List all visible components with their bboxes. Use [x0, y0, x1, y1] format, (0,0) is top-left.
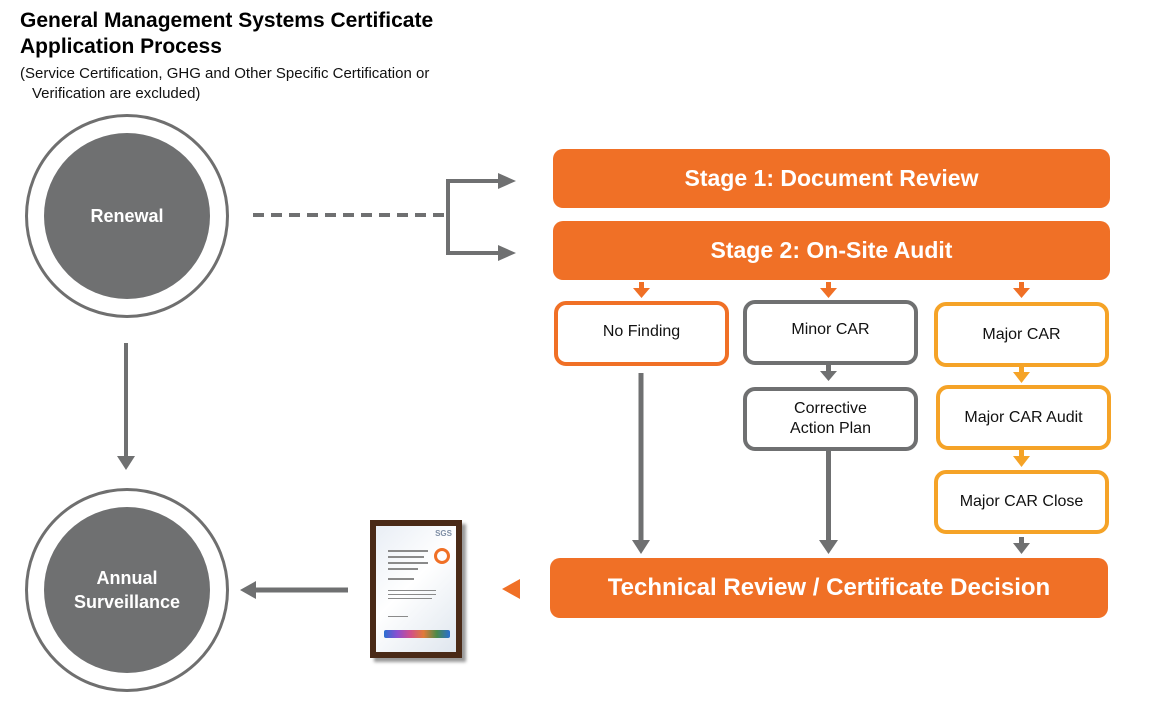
technical-review-label: Technical Review / Certificate Decision — [607, 574, 1051, 601]
certificate-text-line — [388, 594, 436, 595]
no-finding-label: No Finding — [602, 322, 681, 340]
no-finding-box: No Finding — [554, 301, 729, 366]
certificate-text-line — [388, 590, 436, 591]
annual-surveillance-disc: Annual Surveillance — [44, 507, 210, 673]
renewal-disc: Renewal — [44, 133, 210, 299]
major-car-audit-label: Major CAR Audit — [964, 408, 1083, 426]
stage2-to-no-finding-arrow — [633, 282, 650, 298]
corrective-action-plan-label: Corrective Action Plan — [790, 400, 871, 437]
major-car-close-box: Major CAR Close — [934, 470, 1109, 534]
minor-to-corrective-arrowhead — [820, 371, 837, 381]
certificate-brand: SGS — [435, 529, 452, 538]
renewal-node: Renewal — [25, 114, 229, 318]
close-to-review-stem — [1019, 537, 1024, 544]
stage1-document-review: Stage 1: Document Review — [553, 149, 1110, 208]
minor-car-box: Minor CAR — [743, 300, 918, 365]
certificate-text-line — [388, 556, 424, 558]
major-to-audit-arrowhead — [1013, 372, 1030, 383]
audit-to-close-stem — [1019, 450, 1024, 457]
certificate-seal-icon — [434, 548, 450, 564]
major-car-label: Major CAR — [982, 325, 1061, 343]
page-subtitle: (Service Certification, GHG and Other Sp… — [20, 64, 429, 104]
audit-to-close-arrowhead — [1013, 456, 1030, 467]
certificate-text-line — [388, 568, 418, 570]
major-car-audit-box: Major CAR Audit — [936, 385, 1111, 450]
arrow-to-stage1 — [498, 173, 516, 189]
certificate-signature — [388, 616, 408, 617]
stage2-label: Stage 2: On-Site Audit — [710, 237, 953, 263]
corrective-to-review-arrowhead — [819, 540, 838, 554]
bracket-connector — [446, 179, 498, 255]
subtitle-line-2: Verification are excluded) — [32, 85, 201, 102]
corrective-action-plan-box: Corrective Action Plan — [743, 387, 918, 451]
subtitle-line-1: (Service Certification, GHG and Other Sp… — [20, 65, 430, 82]
certificate-text-line — [388, 578, 414, 580]
major-car-box: Major CAR — [934, 302, 1109, 367]
major-car-close-label: Major CAR Close — [959, 493, 1084, 510]
renewal-to-surveillance-arrowhead — [117, 456, 135, 470]
renewal-label: Renewal — [90, 206, 164, 226]
stage2-to-minor-car-arrow — [820, 282, 837, 298]
close-to-review-arrowhead — [1013, 543, 1030, 554]
page-title: General Management Systems Certificate A… — [20, 9, 434, 58]
certificate-text-line — [388, 550, 428, 552]
stage2-to-major-car-arrow — [1013, 282, 1030, 298]
major-to-audit-stem — [1019, 366, 1024, 373]
certificate-accreditation-stripe — [384, 630, 450, 638]
certificate-to-surveillance-arrowhead — [240, 581, 256, 599]
certificate-icon: SGS — [370, 520, 462, 658]
minor-to-corrective-stem — [826, 364, 831, 372]
annual-surveillance-label: Annual Surveillance — [73, 568, 181, 612]
no-finding-to-review-arrowhead — [632, 540, 650, 554]
certificate-text-line — [388, 562, 428, 564]
stage2-on-site-audit: Stage 2: On-Site Audit — [553, 221, 1110, 280]
arrow-to-stage2 — [498, 245, 516, 261]
stage1-label: Stage 1: Document Review — [684, 165, 979, 191]
certificate-text-line — [388, 598, 432, 599]
technical-review-certificate-decision: Technical Review / Certificate Decision — [550, 558, 1108, 618]
minor-car-label: Minor CAR — [791, 320, 870, 338]
annual-surveillance-node: Annual Surveillance — [25, 488, 229, 692]
review-left-arrow — [502, 579, 520, 599]
